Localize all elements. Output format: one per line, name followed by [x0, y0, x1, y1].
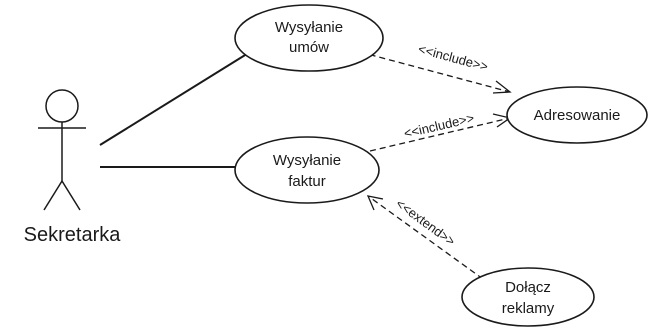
- association-wysylanie-umow: [99, 51, 251, 146]
- use-case-adresowanie-label: Adresowanie: [534, 107, 621, 124]
- use-case-wysylanie-faktur-line1: Wysyłanie: [273, 152, 341, 169]
- use-case-dolacz-reklamy: Dołącz reklamy: [461, 267, 595, 327]
- extend-dependency-reklamy: [366, 195, 484, 280]
- use-case-wysylanie-faktur: Wysyłanie faktur: [234, 136, 380, 204]
- actor-head: [45, 89, 79, 123]
- extend-stereotype-reklamy: <<extend>>: [393, 196, 458, 249]
- actor-figure: [38, 89, 86, 211]
- use-case-adresowanie: Adresowanie: [506, 86, 648, 144]
- include-dependency-umowy: [359, 51, 512, 94]
- actor-right-leg: [61, 180, 81, 211]
- use-case-wysylanie-faktur-line2: faktur: [288, 173, 326, 190]
- use-case-wysylanie-umow: Wysyłanie umów: [234, 4, 384, 72]
- use-case-wysylanie-umow-line1: Wysyłanie: [275, 19, 343, 36]
- use-case-wysylanie-umow-line2: umów: [289, 39, 329, 56]
- use-case-dolacz-reklamy-line1: Dołącz: [505, 279, 551, 296]
- include-stereotype-faktury: <<include>>: [402, 110, 475, 141]
- use-case-dolacz-reklamy-line2: reklamy: [502, 300, 555, 317]
- actor-name: Sekretarka: [24, 224, 122, 246]
- actor-left-leg: [43, 180, 63, 211]
- include-stereotype-umowy: <<include>>: [417, 41, 490, 74]
